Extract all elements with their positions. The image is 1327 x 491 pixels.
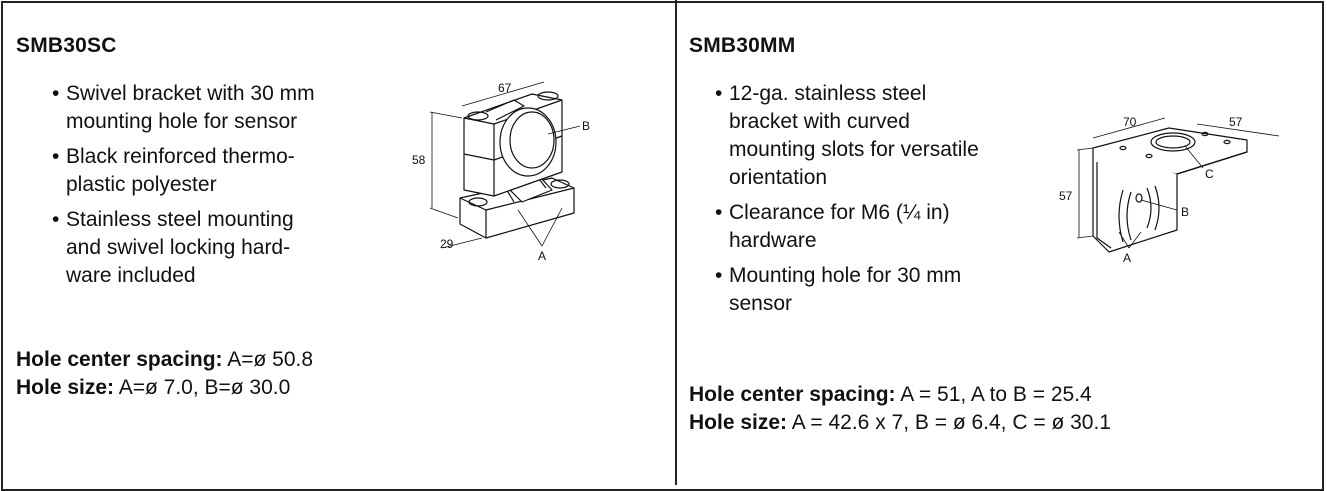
spec-line: Hole size: A=ø 7.0, B=ø 30.0	[16, 374, 313, 402]
spec-value: A = 51, A to B = 25.4	[895, 383, 1092, 406]
callout-b-label: B	[1181, 205, 1189, 219]
feature-item: • Mounting hole for 30 mm sensor	[715, 262, 1005, 318]
spec-label: Hole center spacing:	[16, 348, 223, 371]
feature-line: plastic polyester	[66, 173, 217, 196]
dim-height-label: 58	[412, 153, 426, 167]
spec-line: Hole center spacing: A=ø 50.8	[16, 346, 313, 374]
spec-label: Hole size:	[16, 376, 115, 399]
feature-line: Clearance for M6 (¼ in)	[729, 201, 950, 224]
bullet-icon: •	[52, 208, 60, 231]
product-title: SMB30MM	[689, 34, 796, 57]
callout-a-label: A	[1123, 251, 1131, 265]
product-title: SMB30SC	[16, 34, 117, 57]
feature-line: Black reinforced thermo-	[66, 145, 295, 168]
callout-a-label: A	[538, 249, 546, 263]
feature-item: • Stainless steel mounting and swivel lo…	[52, 206, 352, 290]
spec-block: Hole center spacing: A = 51, A to B = 25…	[689, 381, 1111, 437]
spec-label: Hole size:	[689, 411, 788, 434]
spec-value: A=ø 7.0, B=ø 30.0	[114, 376, 291, 399]
spec-value: A=ø 50.8	[222, 348, 314, 371]
feature-line: 12-ga. stainless steel	[729, 82, 927, 105]
callout-c-label: C	[1205, 167, 1214, 181]
bullet-icon: •	[52, 82, 60, 105]
feature-line: mounting hole for sensor	[66, 110, 298, 133]
feature-line: hardware	[729, 229, 817, 252]
panel-smb30mm: SMB30MM • 12-ga. stainless steel bracket…	[677, 0, 1323, 485]
dim-width-label: 67	[498, 81, 512, 95]
feature-line: Mounting hole for 30 mm	[729, 264, 962, 287]
bullet-icon: •	[715, 82, 723, 105]
bullet-icon: •	[715, 201, 723, 224]
spec-block: Hole center spacing: A=ø 50.8 Hole size:…	[16, 346, 313, 402]
spec-line: Hole center spacing: A = 51, A to B = 25…	[689, 381, 1111, 409]
bullet-icon: •	[52, 145, 60, 168]
panel-smb30sc: SMB30SC • Swivel bracket with 30 mm moun…	[2, 0, 675, 485]
dim-depth-label: 57	[1229, 115, 1243, 129]
feature-item: • Black reinforced thermo- plastic polye…	[52, 143, 352, 199]
feature-line: bracket with curved	[729, 110, 910, 133]
feature-line: Swivel bracket with 30 mm	[66, 82, 315, 105]
feature-item: • Clearance for M6 (¼ in) hardware	[715, 199, 1005, 255]
spec-value: A = 42.6 x 7, B = ø 6.4, C = ø 30.1	[787, 411, 1111, 434]
feature-line: ware included	[66, 264, 196, 287]
feature-item: • Swivel bracket with 30 mm mounting hol…	[52, 80, 352, 136]
swivel-bracket-drawing: 67 58 29 B A	[412, 81, 590, 263]
feature-list: • Swivel bracket with 30 mm mounting hol…	[52, 80, 352, 297]
feature-list: • 12-ga. stainless steel bracket with cu…	[715, 80, 1005, 325]
feature-item: • 12-ga. stainless steel bracket with cu…	[715, 80, 1005, 192]
bullet-icon: •	[715, 264, 723, 287]
dim-width-label: 70	[1123, 115, 1137, 129]
feature-line: Stainless steel mounting	[66, 208, 294, 231]
spec-label: Hole center spacing:	[689, 383, 896, 406]
column-divider	[675, 0, 677, 485]
feature-line: orientation	[729, 166, 828, 189]
dim-depth-label: 29	[440, 237, 454, 251]
feature-line: and swivel locking hard-	[66, 236, 291, 259]
spec-line: Hole size: A = 42.6 x 7, B = ø 6.4, C = …	[689, 409, 1111, 437]
feature-line: mounting slots for versatile	[729, 138, 979, 161]
callout-b-label: B	[582, 119, 590, 133]
feature-line: sensor	[729, 292, 793, 315]
stainless-bracket-drawing: 70 57 57 C B A	[1059, 115, 1280, 265]
dim-height-label: 57	[1059, 189, 1073, 203]
